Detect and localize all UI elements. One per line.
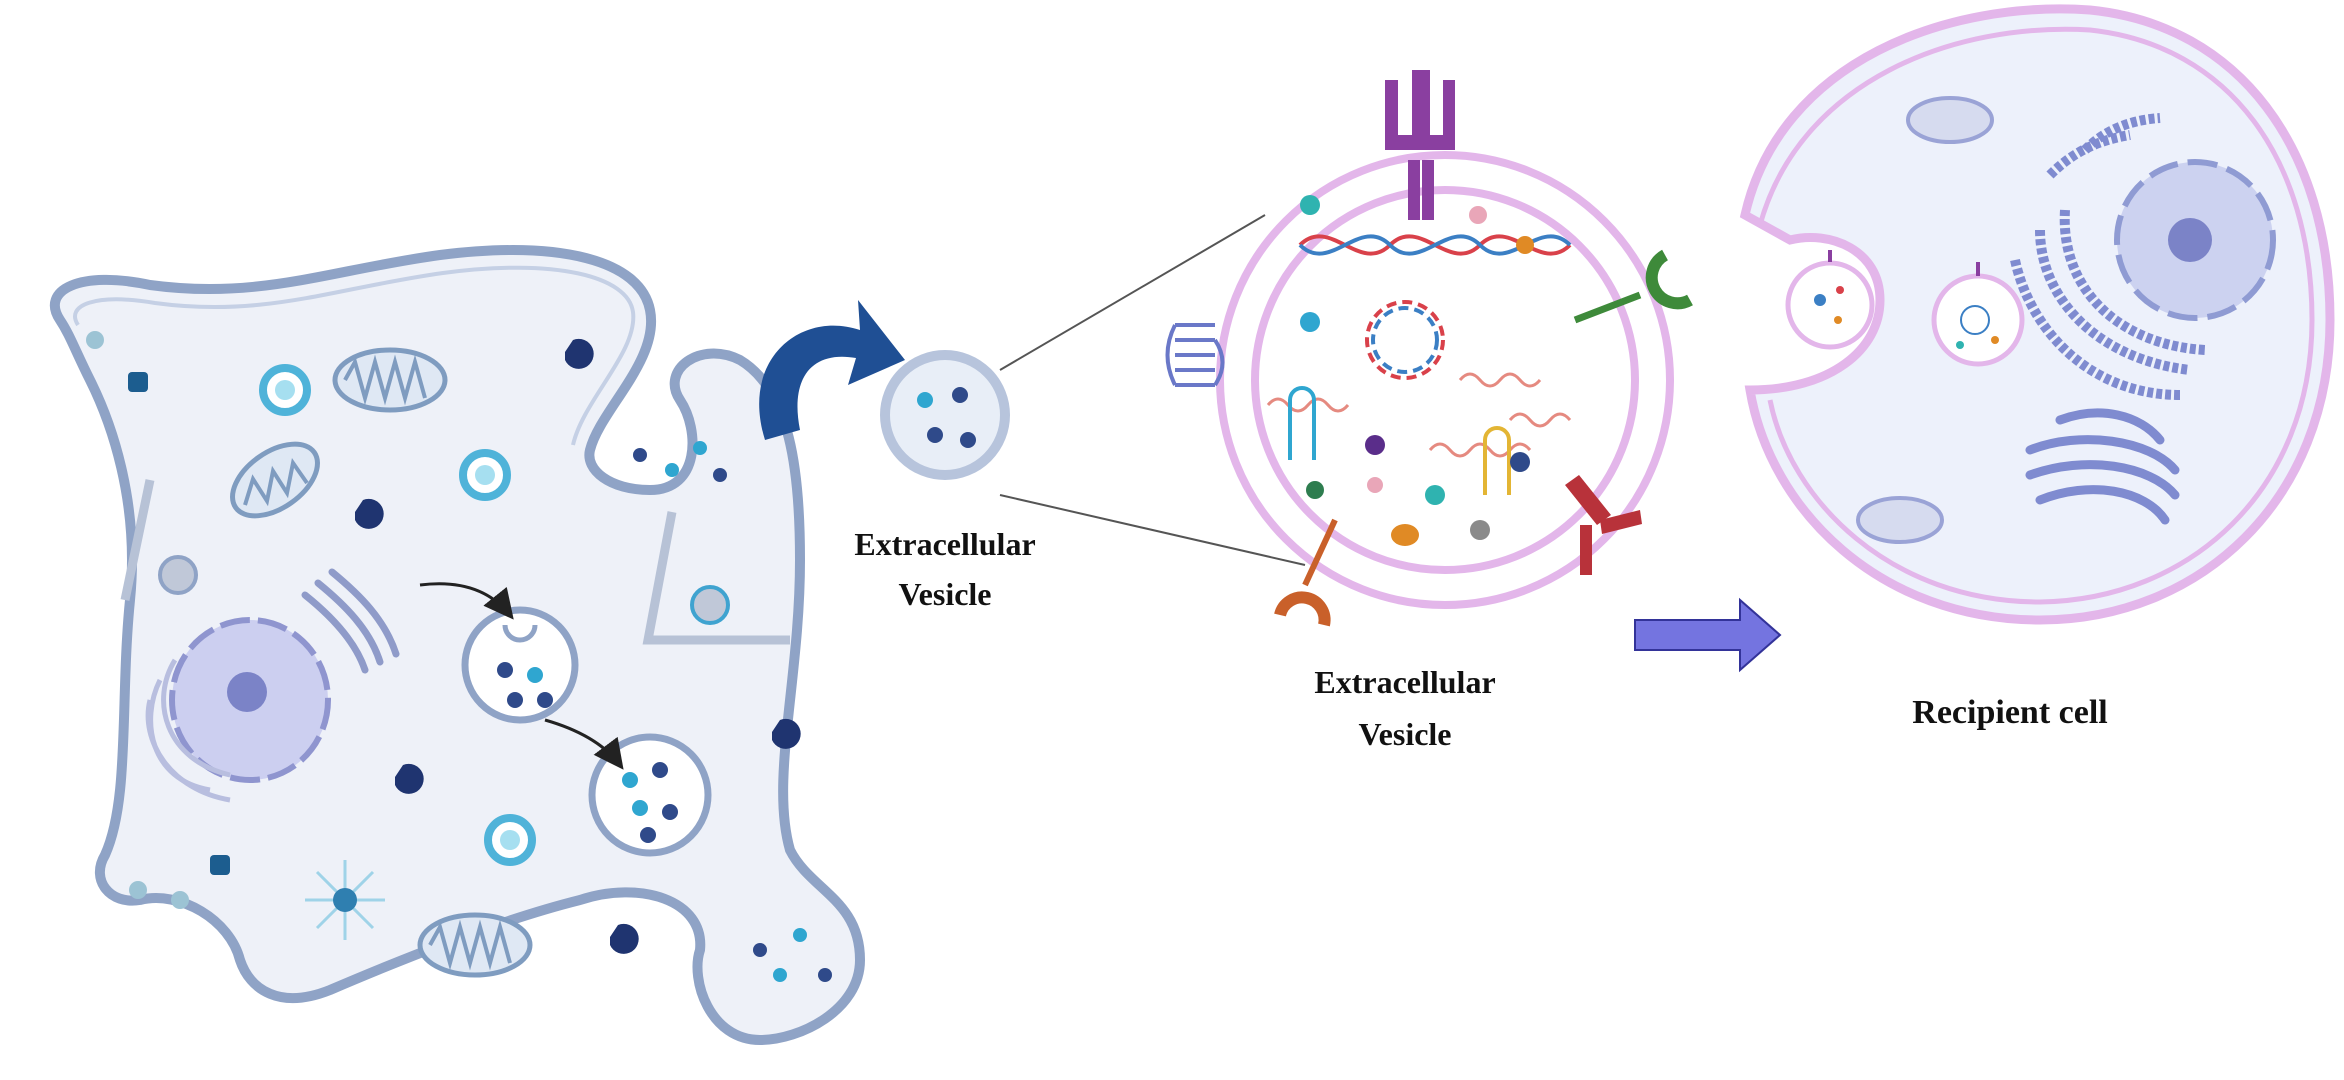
vesicle-ring-icon [259,364,536,866]
nucleus-icon [2114,159,2276,321]
golgi-icon [2025,408,2180,525]
recipient-cell [1739,4,2335,625]
rna-hairpin-icon [1288,386,1511,495]
internalized-ev [1785,250,1875,350]
centrosome-icon [305,860,385,940]
protein-dots [1300,195,1534,546]
nucleus-icon [169,617,331,783]
mitochondrion-icon [332,347,448,413]
mitochondrion-icon [230,441,320,519]
antibody-icon [1565,475,1642,575]
zoom-line-bottom [999,494,1306,566]
large-ev-label-line1: Extracellular [1314,664,1495,700]
er-icon [145,658,231,803]
receptor-icon [1274,518,1338,627]
internalized-ev [1931,262,2025,367]
large-ev [1216,151,1674,609]
pathway-arrow [419,582,514,620]
golgi-icon [301,568,400,674]
multivesicular-body-icon [461,606,579,724]
lysosome-icon [120,479,790,645]
er-icon [2010,113,2206,400]
zoom-line-top [999,214,1266,371]
mitochondrion-icon [1906,96,1994,144]
vesicle-ring-icon [275,380,520,850]
release-arrow [759,300,905,440]
receptor-icon [1385,70,1455,220]
transmembrane-protein-icon [1165,323,1225,387]
protein-icon [355,338,801,954]
pathway-arrow [544,718,624,770]
small-ev-label-line1: Extracellular [854,526,1035,562]
donor-cell [49,245,866,1046]
cargo-particles [86,331,832,982]
large-ev-label-line2: Vesicle [1358,716,1451,752]
donor-cell-inner-membrane [73,265,636,446]
mitochondrion-icon [1856,496,1944,544]
receptor-icon [1573,249,1693,324]
small-ev [880,350,1010,480]
small-ev-label-line2: Vesicle [898,576,991,612]
mitochondrion-icon [417,912,533,978]
rna-icon [1266,372,1572,458]
plasmid-icon [1365,300,1445,380]
recipient-cell-label: Recipient cell [1912,694,2107,731]
uptake-arrow [1634,597,1782,673]
